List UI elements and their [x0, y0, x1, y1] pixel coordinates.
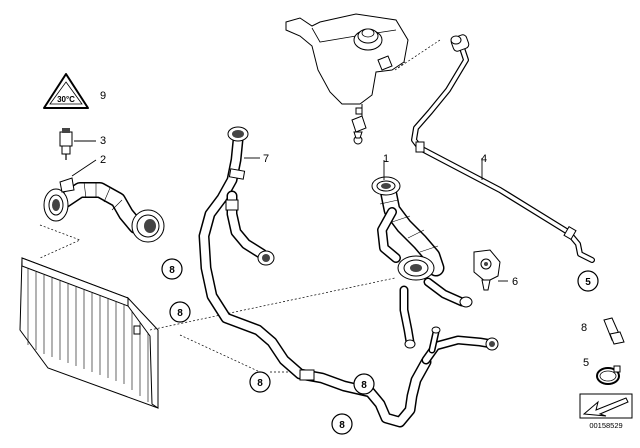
callout-5-legend: 5 — [583, 357, 589, 369]
legend-clamp-5 — [596, 365, 621, 385]
circled-label-5: 5 — [577, 270, 599, 292]
warning-label-text: 30°C — [57, 95, 75, 104]
hose-y-piece — [421, 326, 499, 365]
svg-text:8: 8 — [257, 378, 263, 389]
callout-3: 3 — [100, 135, 106, 147]
callout-7: 7 — [263, 153, 269, 165]
svg-text:8: 8 — [339, 420, 345, 431]
vent-hose-4 — [411, 34, 595, 263]
direction-arrow-box — [579, 393, 633, 419]
warning-label-9: 30°C — [43, 73, 89, 109]
coolant-hose-7 — [198, 126, 432, 428]
callout-1: 1 — [383, 153, 389, 165]
callout-6: 6 — [512, 276, 518, 288]
coolant-hose-1 — [371, 176, 473, 349]
temperature-sensor-3 — [59, 128, 73, 160]
bracket-6 — [473, 249, 501, 291]
callout-4: 4 — [481, 153, 487, 165]
svg-text:8: 8 — [361, 380, 367, 391]
circled-label-8e: 8 — [331, 413, 353, 435]
svg-text:8: 8 — [169, 265, 175, 276]
reference-lines — [39, 39, 441, 373]
coolant-hose-branch — [225, 190, 275, 266]
circled-label-8c: 8 — [249, 371, 271, 393]
document-number: 00158529 — [589, 421, 622, 430]
callout-2: 2 — [100, 154, 106, 166]
leader-lines — [71, 140, 508, 282]
callout-8-legend: 8 — [581, 322, 587, 334]
svg-text:5: 5 — [585, 277, 591, 288]
radiator-hose-2 — [43, 177, 165, 243]
circled-label-8a: 8 — [161, 258, 183, 280]
circled-label-8d: 8 — [353, 373, 375, 395]
expansion-tank — [285, 13, 409, 145]
radiator — [19, 257, 159, 409]
callout-9: 9 — [100, 90, 106, 102]
svg-text:8: 8 — [177, 308, 183, 319]
circled-label-8b: 8 — [169, 301, 191, 323]
legend-clip-8 — [603, 317, 625, 345]
